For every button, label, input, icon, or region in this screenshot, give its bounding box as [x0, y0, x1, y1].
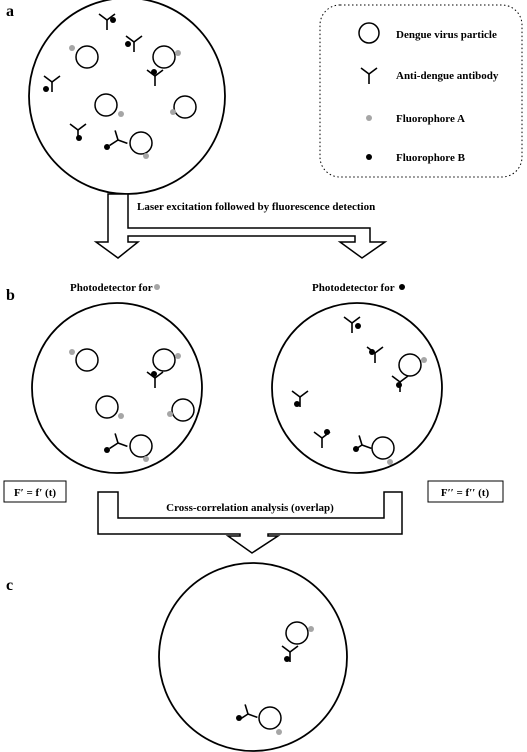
- legend-fluorophore-b-label: Fluorophore B: [396, 152, 466, 164]
- laser-excitation-label: Laser excitation followed by fluorescenc…: [137, 201, 375, 213]
- panel-letter-a: a: [6, 3, 14, 20]
- f-double-prime-formula: F′′ = f′′ (t): [441, 487, 490, 499]
- legend-fluorophore-a-label: Fluorophore A: [396, 113, 465, 125]
- legend-virus-label: Dengue virus particle: [396, 29, 497, 41]
- panel-letter-b: b: [6, 287, 15, 304]
- legend-fluorophore-b-icon: [366, 154, 372, 160]
- photodetector-a-label: Photodetector for: [70, 282, 153, 294]
- detector-view-b: [271, 302, 443, 474]
- legend-antibody-icon: [360, 67, 378, 85]
- photodetector-b-fluorophore-icon: [399, 284, 405, 290]
- photodetector-a-fluorophore-icon: [154, 284, 160, 290]
- detector-view-a: [31, 302, 203, 474]
- overlap-result-view: [158, 562, 348, 752]
- cross-correlation-label: Cross-correlation analysis (overlap): [166, 502, 334, 514]
- legend-virus-icon: [358, 22, 380, 44]
- legend-box: Dengue virus particle Anti-dengue antibo…: [319, 4, 523, 178]
- f-prime-formula: F′ = f′ (t): [14, 487, 56, 499]
- panel-letter-c: c: [6, 577, 13, 594]
- split-arrow: [93, 193, 388, 259]
- legend-fluorophore-a-icon: [366, 115, 372, 121]
- sample-volume-a: [28, 0, 226, 195]
- photodetector-b-label: Photodetector for: [312, 282, 395, 294]
- merge-arrow: [97, 491, 403, 554]
- legend-antibody-label: Anti-dengue antibody: [396, 70, 499, 82]
